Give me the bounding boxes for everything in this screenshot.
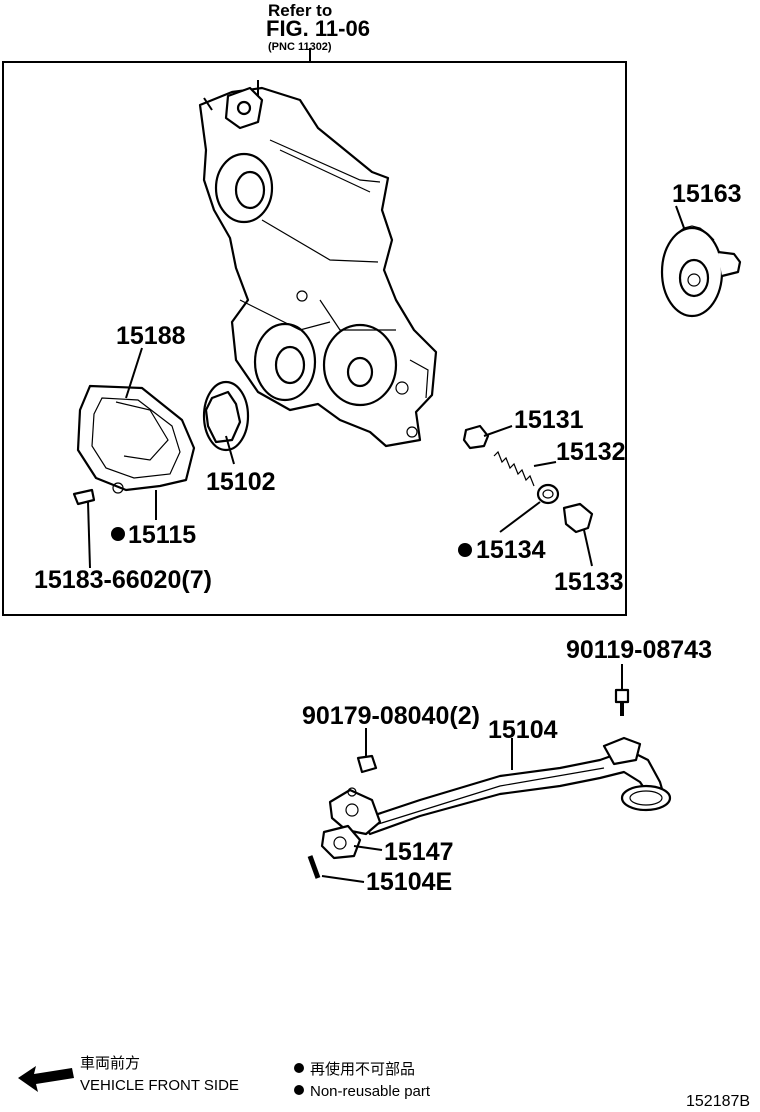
label-15133: 15133 xyxy=(554,568,624,596)
leader-15134 xyxy=(499,501,541,533)
label-15104E: 15104E xyxy=(366,868,452,896)
vehicle-front-arrow-icon xyxy=(18,1066,74,1092)
drive-gear-drawing xyxy=(660,225,742,318)
label-15163: 15163 xyxy=(672,180,742,208)
label-15147: 15147 xyxy=(384,838,454,866)
label-15104: 15104 xyxy=(488,716,558,744)
label-90119: 90119-08743 xyxy=(566,636,712,664)
label-90179: 90179-08040(2) xyxy=(302,702,480,730)
legend-front-jp: 車両前方 xyxy=(80,1055,140,1072)
pump-cover-drawing xyxy=(76,384,196,494)
reference-line1: Refer to xyxy=(268,1,332,20)
nonreuse-mark-15134 xyxy=(458,543,472,557)
figure-id: 152187B xyxy=(686,1093,750,1110)
bolt-15183-drawing xyxy=(72,488,96,569)
legend-front-en: VEHICLE FRONT SIDE xyxy=(80,1077,239,1094)
nonreuse-mark-15115 xyxy=(111,527,125,541)
leader-15104E xyxy=(321,875,365,883)
label-15183: 15183-66020(7) xyxy=(34,566,212,594)
nut-drawing xyxy=(356,728,378,774)
relief-valve-drawing xyxy=(462,424,594,534)
label-15134: 15134 xyxy=(476,536,546,564)
legend-dot-icon xyxy=(294,1063,304,1073)
stud-drawing xyxy=(307,855,321,879)
leader-15102 xyxy=(225,435,235,465)
strainer-tube-drawing xyxy=(328,736,672,836)
reference-line3: (PNC 11302) xyxy=(268,41,332,53)
bolt-90119-drawing xyxy=(614,664,630,716)
leader-15133 xyxy=(583,529,593,567)
legend: 車両前方 VEHICLE FRONT SIDE 再使用不可部品 Non-reus… xyxy=(18,1055,431,1100)
legend-nonreuse-jp: 再使用不可部品 xyxy=(310,1061,415,1078)
label-15131: 15131 xyxy=(514,406,584,434)
timing-cover-drawing xyxy=(198,80,438,448)
label-15188: 15188 xyxy=(116,322,186,350)
label-15102: 15102 xyxy=(206,468,276,496)
assembly-frame xyxy=(2,61,627,616)
leader-15147 xyxy=(353,845,383,851)
label-15132: 15132 xyxy=(556,438,626,466)
label-15115: 15115 xyxy=(128,521,196,549)
leader-15163 xyxy=(675,205,685,229)
leader-15188 xyxy=(125,347,143,399)
reference-line2: FIG. 11-06 xyxy=(266,16,370,41)
leader-15131 xyxy=(483,425,513,437)
legend-nonreuse-en: Non-reusable part xyxy=(310,1083,431,1100)
legend-dot-icon xyxy=(294,1085,304,1095)
leader-15132 xyxy=(533,461,557,467)
rotor-drawing xyxy=(202,380,250,452)
gasket-drawing xyxy=(320,824,362,860)
